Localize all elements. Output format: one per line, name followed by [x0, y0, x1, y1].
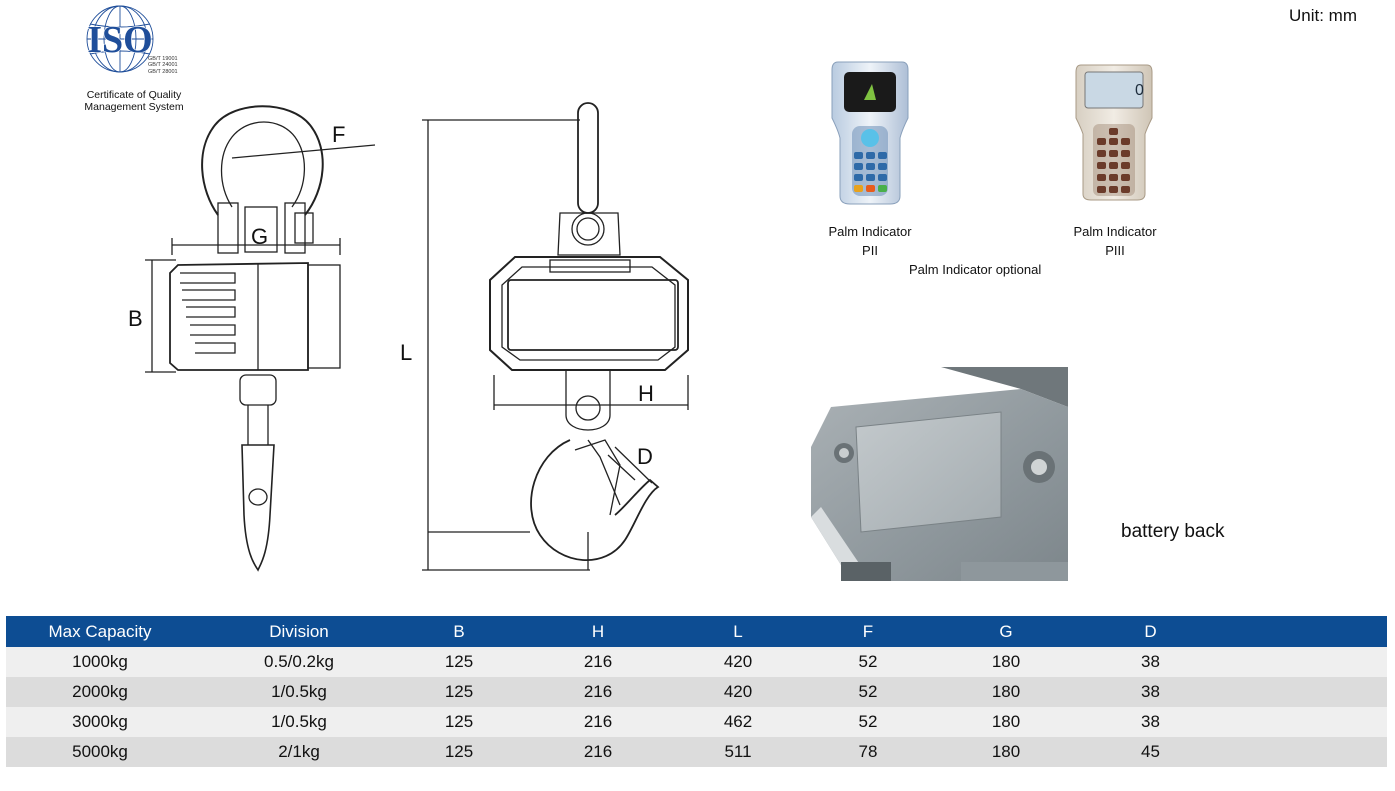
iso-logo-text: ISO — [87, 19, 152, 61]
dimension-label-l: L — [400, 340, 413, 365]
header-l: L — [682, 616, 794, 647]
battery-back-label: battery back — [1121, 521, 1225, 542]
iso-standards: GB/T 19001 GB/T 24001 GB/T 28001 — [148, 56, 178, 75]
header-g: G — [942, 616, 1070, 647]
header-h: H — [514, 616, 682, 647]
cell-division: 0.5/0.2kg — [194, 647, 404, 677]
side-view-drawing — [145, 105, 376, 572]
cell-b: 125 — [404, 677, 514, 707]
iso-globe-logo: ISO — [86, 5, 154, 73]
table-row: 2000kg 1/0.5kg 125 216 420 52 180 38 — [6, 677, 1387, 707]
cell-b: 125 — [404, 737, 514, 767]
cell-f: 78 — [794, 737, 942, 767]
table-row: 1000kg 0.5/0.2kg 125 216 420 52 180 38 — [6, 647, 1387, 677]
cell-division: 1/0.5kg — [194, 707, 404, 737]
cell-capacity: 1000kg — [6, 647, 194, 677]
cell-capacity: 3000kg — [6, 707, 194, 737]
dimension-label-f: F — [332, 122, 346, 147]
cell-b: 125 — [404, 707, 514, 737]
dimension-label-g: G — [251, 224, 269, 249]
dimension-label-h: H — [638, 381, 654, 406]
cell-empty — [1231, 707, 1387, 737]
cell-f: 52 — [794, 677, 942, 707]
unit-label: Unit: mm — [1289, 6, 1357, 25]
cell-empty — [1231, 737, 1387, 767]
cell-capacity: 5000kg — [6, 737, 194, 767]
iso-certificate: ISO GB/T 19001 GB/T 24001 GB/T 28001 Cer… — [70, 4, 200, 113]
cell-l: 511 — [682, 737, 794, 767]
cell-division: 1/0.5kg — [194, 677, 404, 707]
cell-division: 2/1kg — [194, 737, 404, 767]
palm-indicator-p3-label: Palm Indicator PIII — [1045, 222, 1185, 260]
header-b: B — [404, 616, 514, 647]
palm-indicator-p2-image — [831, 61, 909, 205]
cell-h: 216 — [514, 647, 682, 677]
cell-g: 180 — [942, 647, 1070, 677]
cell-g: 180 — [942, 707, 1070, 737]
dimension-label-d: D — [637, 444, 653, 469]
cell-l: 420 — [682, 647, 794, 677]
cell-l: 420 — [682, 677, 794, 707]
spec-table-header: Max Capacity Division B H L F G D — [6, 616, 1387, 647]
cell-d: 45 — [1070, 737, 1231, 767]
palm-p3-screen-digit: 0 — [1135, 82, 1144, 99]
palm-indicator-p2-model: PII — [862, 243, 878, 258]
header-division: Division — [194, 616, 404, 647]
cell-b: 125 — [404, 647, 514, 677]
cell-f: 52 — [794, 647, 942, 677]
dimension-label-b: B — [128, 306, 143, 331]
table-row: 3000kg 1/0.5kg 125 216 462 52 180 38 — [6, 707, 1387, 737]
battery-back-photo — [811, 367, 1068, 581]
palm-indicator-p3-model: PIII — [1105, 243, 1125, 258]
cell-empty — [1231, 677, 1387, 707]
front-view-drawing — [422, 102, 689, 571]
spec-table: Max Capacity Division B H L F G D 1000kg… — [6, 616, 1387, 767]
cell-d: 38 — [1070, 707, 1231, 737]
header-empty — [1231, 616, 1387, 647]
cell-g: 180 — [942, 677, 1070, 707]
header-max-capacity: Max Capacity — [6, 616, 194, 647]
header-d: D — [1070, 616, 1231, 647]
table-row: 5000kg 2/1kg 125 216 511 78 180 45 — [6, 737, 1387, 767]
cell-f: 52 — [794, 707, 942, 737]
palm-indicator-optional-note: Palm Indicator optional — [909, 262, 1042, 277]
cell-d: 38 — [1070, 677, 1231, 707]
cell-g: 180 — [942, 737, 1070, 767]
palm-indicator-p2-label: Palm Indicator PII — [800, 222, 940, 260]
cell-h: 216 — [514, 737, 682, 767]
iso-certificate-caption: Certificate of Quality Management System — [84, 89, 184, 113]
cell-l: 462 — [682, 707, 794, 737]
palm-indicator-p3-image: 0 — [1075, 64, 1153, 201]
header-f: F — [794, 616, 942, 647]
cell-h: 216 — [514, 707, 682, 737]
cell-capacity: 2000kg — [6, 677, 194, 707]
cell-d: 38 — [1070, 647, 1231, 677]
cell-h: 216 — [514, 677, 682, 707]
cell-empty — [1231, 647, 1387, 677]
